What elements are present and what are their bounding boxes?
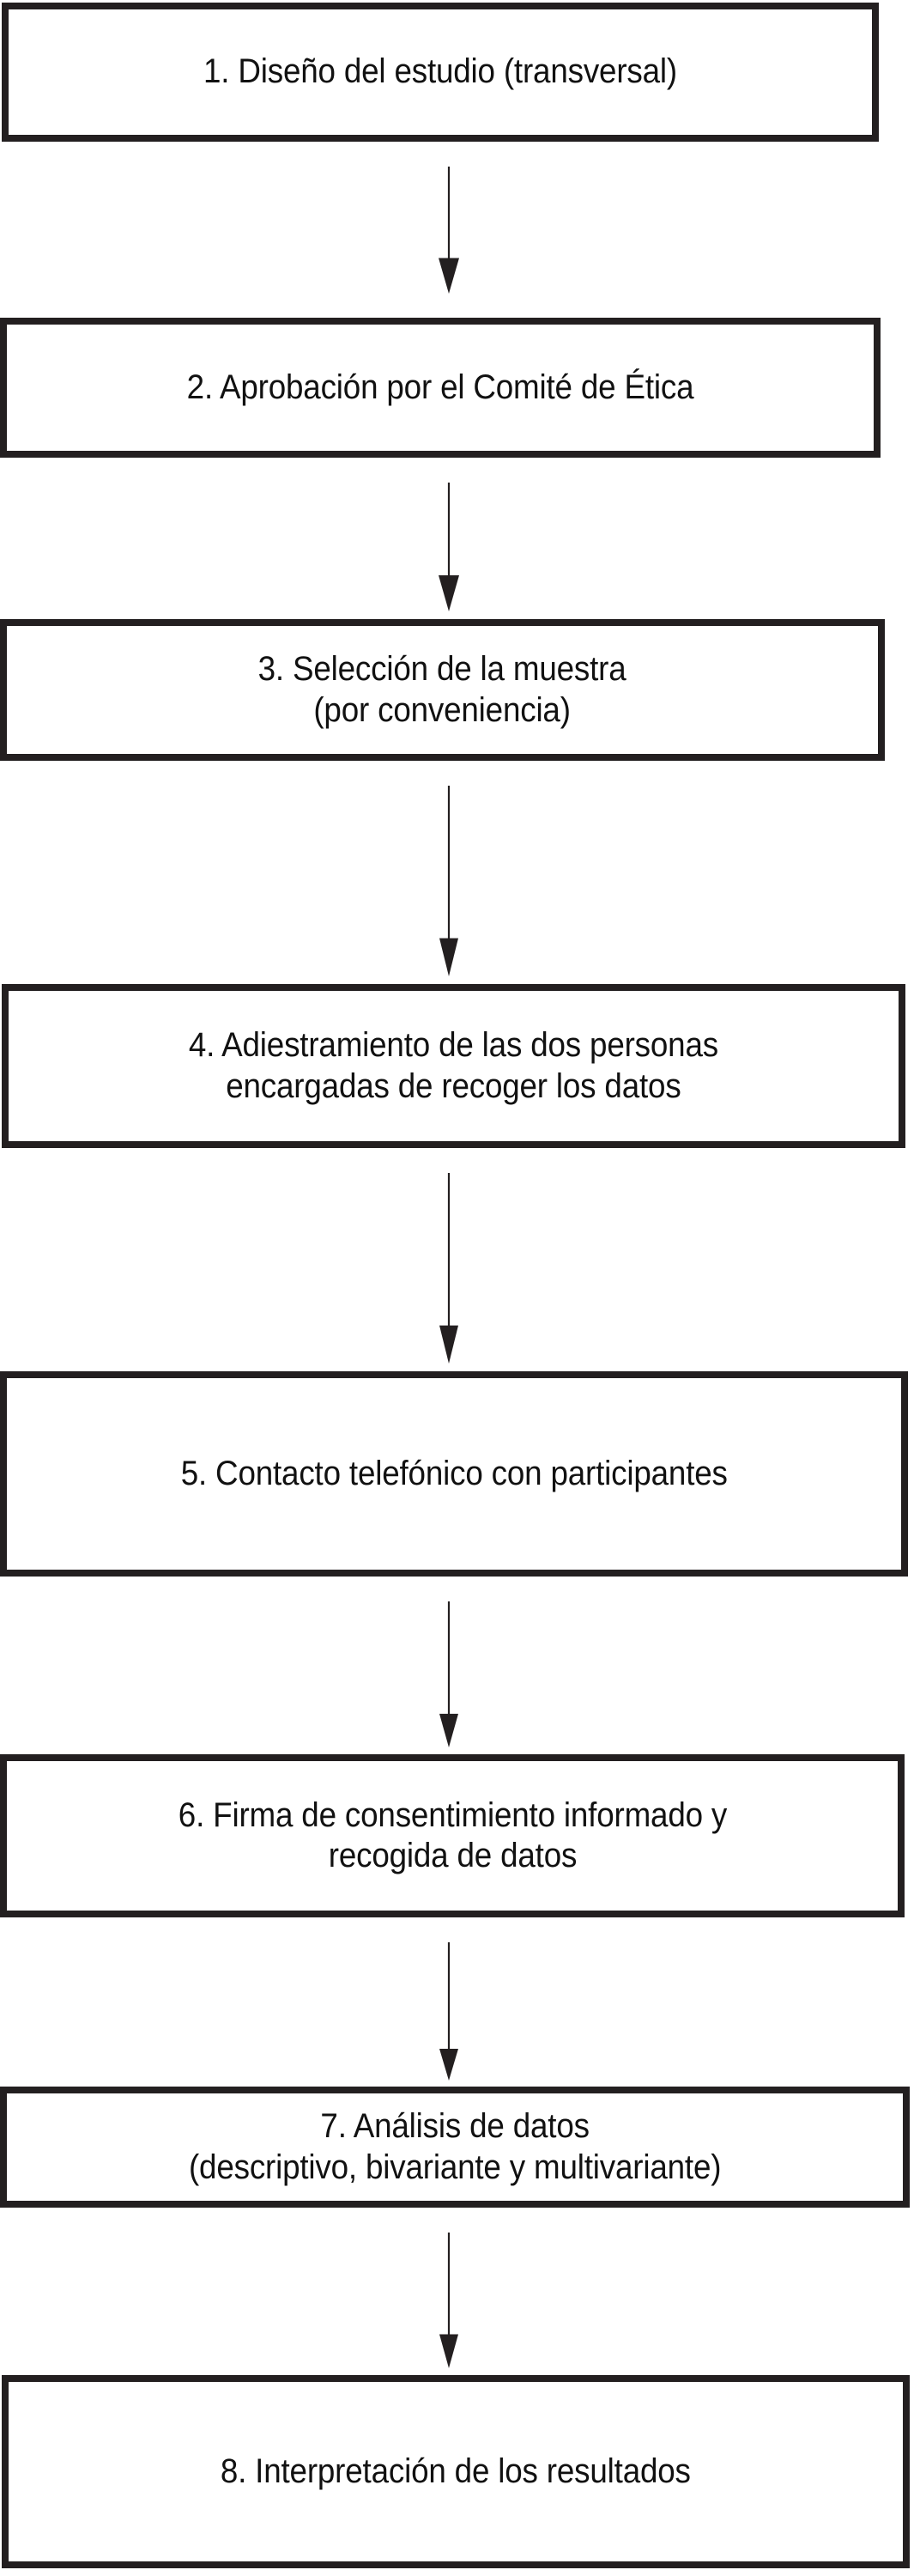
flowchart-arrow-7-to-8 xyxy=(432,2233,466,2368)
flowchart-arrow-6-to-7 xyxy=(432,1942,466,2081)
flowchart-node-step-3: 3. Selección de la muestra (por convenie… xyxy=(0,619,885,761)
flowchart-node-label: 7. Análisis de datos (descriptivo, bivar… xyxy=(188,2107,722,2186)
flowchart-node-label: 6. Firma de consentimiento informado y r… xyxy=(178,1795,727,1874)
arrowhead-down-icon xyxy=(439,258,459,294)
arrowhead-down-icon xyxy=(439,2334,458,2368)
flowchart-node-step-6: 6. Firma de consentimiento informado y r… xyxy=(0,1754,905,1917)
flowchart-node-step-5: 5. Contacto telefónico con participantes xyxy=(0,1371,908,1577)
flowchart-node-step-7: 7. Análisis de datos (descriptivo, bivar… xyxy=(0,2087,910,2208)
arrowhead-down-icon xyxy=(439,1325,458,1364)
flowchart-node-label: 8. Interpretación de los resultados xyxy=(221,2451,691,2490)
flowchart-node-step-2: 2. Aprobación por el Comité de Ética xyxy=(0,318,881,458)
flowchart-node-label: 2. Aprobación por el Comité de Ética xyxy=(186,368,694,406)
flowchart-node-step-1: 1. Diseño del estudio (transversal) xyxy=(2,3,879,142)
flowchart-node-step-4: 4. Adiestramiento de las dos personas en… xyxy=(2,984,905,1148)
arrowhead-down-icon xyxy=(439,2048,458,2081)
flowchart-node-label: 4. Adiestramiento de las dos personas en… xyxy=(188,1026,719,1105)
flowchart-arrow-3-to-4 xyxy=(432,786,466,976)
arrowhead-down-icon xyxy=(439,938,458,976)
flowchart-arrow-4-to-5 xyxy=(432,1173,466,1364)
flowchart-node-label: 3. Selección de la muestra (por convenie… xyxy=(258,650,626,729)
flowchart-node-label: 5. Contacto telefónico con participantes xyxy=(180,1454,728,1492)
flowchart-arrow-1-to-2 xyxy=(432,167,466,294)
flowchart-node-label: 1. Diseño del estudio (transversal) xyxy=(203,52,677,91)
flowchart-arrow-5-to-6 xyxy=(432,1601,466,1747)
arrowhead-down-icon xyxy=(439,1713,458,1747)
arrowhead-down-icon xyxy=(439,575,459,611)
flowchart-arrow-2-to-3 xyxy=(432,483,466,611)
flowchart-node-step-8: 8. Interpretación de los resultados xyxy=(2,2375,910,2568)
